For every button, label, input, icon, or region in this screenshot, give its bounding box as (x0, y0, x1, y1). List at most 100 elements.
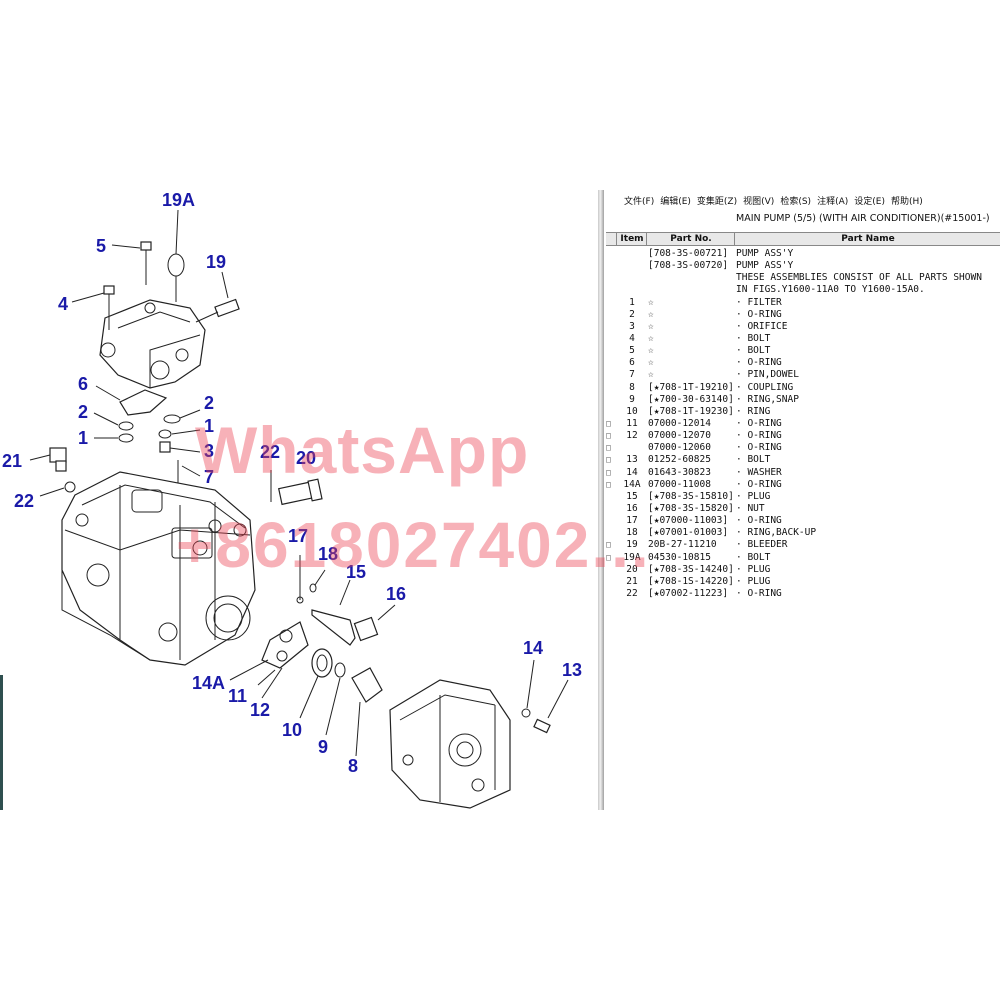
table-row[interactable]: 18[★07001-01003]· RING,BACK-UP (606, 527, 1000, 539)
part-no-cell: [★07000-11003] (648, 515, 729, 527)
panel-splitter[interactable] (598, 190, 604, 810)
item-cell: 13 (626, 454, 638, 466)
table-row[interactable]: 2☆· O-RING (606, 309, 1000, 321)
row-checkbox[interactable]: □ (606, 431, 611, 441)
column-header-part-name[interactable]: Part Name (734, 233, 1000, 245)
row-checkbox[interactable]: □ (606, 443, 611, 453)
table-row[interactable]: 20[★708-3S-14240]· PLUG (606, 564, 1000, 576)
row-checkbox[interactable]: □ (606, 540, 611, 550)
callout-11: 11 (228, 686, 247, 706)
table-row[interactable]: □07000-12060· O-RING (606, 442, 1000, 454)
item-cell: 19A (623, 551, 641, 563)
menu-annotate[interactable]: 注释(A) (817, 197, 849, 207)
o-ring-22-left (64, 481, 76, 493)
item-cell: 14 (626, 466, 638, 478)
row-checkbox[interactable]: □ (606, 455, 611, 465)
row-checkbox[interactable]: □ (606, 552, 611, 562)
part-no-cell: [★708-3S-15820] (648, 502, 734, 514)
table-row[interactable]: 15[★708-3S-15810]· PLUG (606, 491, 1000, 503)
table-row[interactable]: 7☆· PIN,DOWEL (606, 369, 1000, 381)
callout-14A: 14A (192, 673, 225, 693)
part-no-cell: 20B-27-11210 (648, 539, 717, 551)
row-checkbox[interactable]: □ (606, 418, 611, 428)
part-no-cell: ☆ (648, 357, 654, 369)
washer-14-bolt-13 (521, 659, 569, 734)
table-row[interactable]: 9[★700-30-63140]· RING,SNAP (606, 394, 1000, 406)
item-cell: 2 (629, 308, 635, 320)
part-no-cell: [★07001-01003] (648, 527, 729, 539)
part-name-cell: · O-RING (736, 308, 782, 320)
filter-1-left (118, 433, 134, 443)
column-header-part-no[interactable]: Part No. (646, 233, 735, 245)
part-no-cell: 01252-60825 (648, 454, 711, 466)
table-row[interactable]: 8[★708-1T-19210]· COUPLING (606, 382, 1000, 394)
table-row[interactable]: THESE ASSEMBLIES CONSIST OF ALL PARTS SH… (606, 272, 1000, 284)
table-row[interactable]: 1☆· FILTER (606, 297, 1000, 309)
part-no-cell: [★700-30-63140] (648, 393, 734, 405)
callout-12: 12 (250, 700, 270, 720)
table-row[interactable]: 22[★07002-11223]· O-RING (606, 588, 1000, 600)
callout-19: 19 (206, 252, 226, 272)
item-cell: 22 (626, 587, 638, 599)
part-name-cell: · BOLT (736, 345, 771, 357)
table-row[interactable]: 17[★07000-11003]· O-RING (606, 515, 1000, 527)
part-name-cell: · PLUG (736, 490, 771, 502)
part-no-cell: [708-3S-00721] (648, 248, 729, 259)
callout-22-right: 22 (260, 442, 280, 462)
item-cell: 12 (626, 430, 638, 442)
part-no-cell: [708-3S-00720] (648, 260, 729, 272)
menu-file[interactable]: 文件(F) (624, 197, 655, 207)
snap-ring-9 (325, 662, 346, 736)
menu-spacing[interactable]: 变集距(Z) (696, 197, 738, 207)
item-cell: 8 (629, 381, 635, 393)
table-row[interactable]: IN FIGS.Y1600-11A0 TO Y1600-15A0. (606, 284, 1000, 296)
column-header-item[interactable]: Item (616, 233, 647, 245)
table-row[interactable]: 10[★708-1T-19230]· RING (606, 406, 1000, 418)
table-row[interactable]: 5☆· BOLT (606, 345, 1000, 357)
part-no-cell: [★708-1T-19210] (648, 381, 734, 393)
callout-8: 8 (348, 756, 358, 776)
row-checkbox[interactable]: □ (606, 467, 611, 477)
menu-search[interactable]: 检索(S) (780, 197, 812, 207)
table-row[interactable]: [708-3S-00720]PUMP ASS'Y (606, 260, 1000, 272)
menu-view[interactable]: 视图(V) (743, 197, 775, 207)
row-checkbox[interactable]: □ (606, 479, 611, 489)
part-name-cell: · O-RING (736, 478, 782, 490)
menu-edit[interactable]: 编辑(E) (660, 197, 691, 207)
table-row[interactable]: 3☆· ORIFICE (606, 321, 1000, 333)
filter-1-right (158, 429, 172, 439)
part-name-cell: · O-RING (736, 417, 782, 429)
parts-table-body: [708-3S-00721]PUMP ASS'Y[708-3S-00720]PU… (606, 248, 1000, 600)
pump-exploded-diagram: 19A 5 19 4 6 2 1 2 1 3 7 21 22 22 20 17 … (2, 190, 582, 809)
menu-bar: 文件(F) 编辑(E) 变集距(Z) 视图(V) 检索(S) 注释(A) 设定(… (604, 194, 923, 210)
table-header: Item Part No. Part Name (606, 232, 1000, 246)
orifice-3 (159, 441, 171, 453)
parts-list-panel: 文件(F) 编辑(E) 变集距(Z) 视图(V) 检索(S) 注释(A) 设定(… (604, 190, 1000, 810)
item-cell: 6 (629, 357, 635, 369)
table-row[interactable]: 4☆· BOLT (606, 333, 1000, 345)
part-name-cell: · PIN,DOWEL (736, 369, 799, 381)
part-name-cell: · O-RING (736, 515, 782, 527)
ring-10 (299, 648, 333, 719)
callout-17: 17 (288, 526, 308, 546)
callout-7: 7 (204, 467, 214, 487)
table-row[interactable]: 6☆· O-RING (606, 357, 1000, 369)
part-no-cell: ☆ (648, 345, 654, 357)
exploded-diagram-panel: 19A 5 19 4 6 2 1 2 1 3 7 21 22 22 20 17 … (0, 190, 598, 810)
item-cell: 11 (626, 417, 638, 429)
menu-settings[interactable]: 设定(E) (854, 197, 885, 207)
o-ring-2-right (163, 414, 181, 424)
table-row[interactable]: [708-3S-00721]PUMP ASS'Y (606, 248, 1000, 260)
table-row[interactable]: 16[★708-3S-15820]· NUT (606, 503, 1000, 515)
part-no-cell: ☆ (648, 332, 654, 344)
table-row[interactable]: 21[★708-1S-14220]· PLUG (606, 576, 1000, 588)
o-ring-17 (296, 596, 304, 604)
menu-help[interactable]: 帮助(H) (890, 197, 923, 207)
